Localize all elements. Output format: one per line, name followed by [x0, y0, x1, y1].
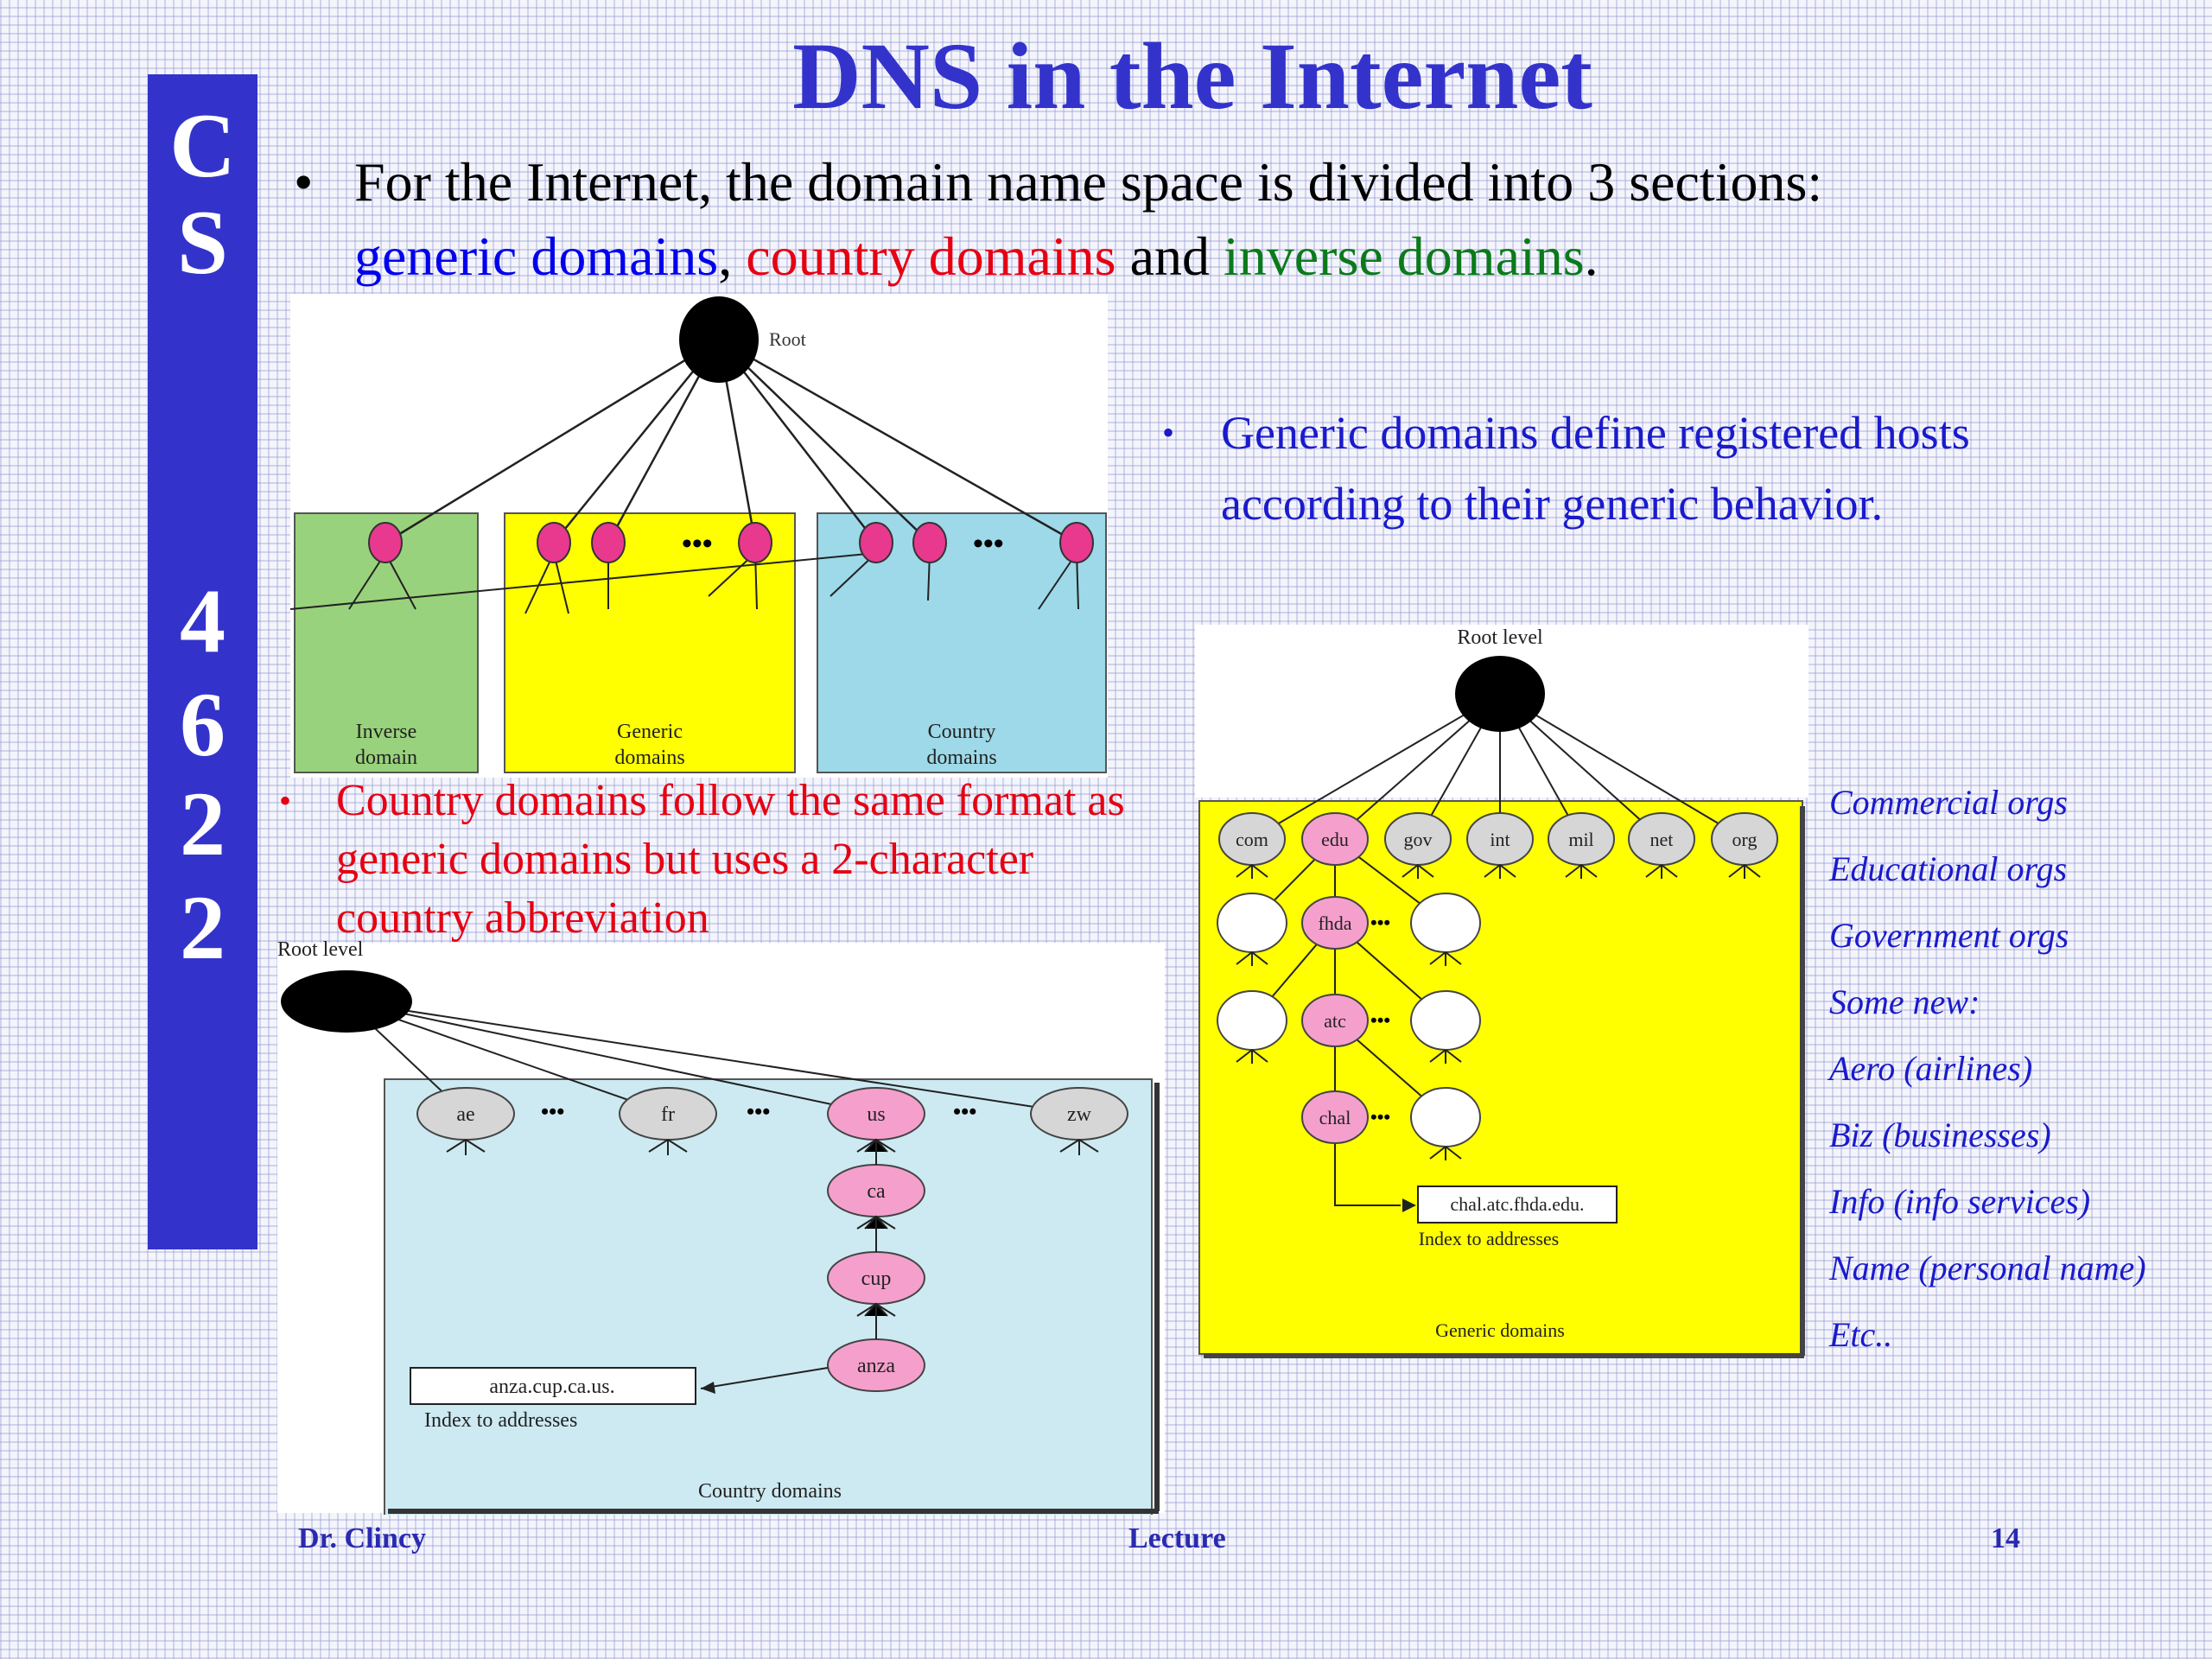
generic-index-box-text: chal.atc.fhda.edu.: [1450, 1193, 1584, 1215]
tld-mil: mil: [1568, 829, 1593, 850]
generic-empty-nodes: [1217, 893, 1481, 1147]
generic-root-node: [1455, 656, 1545, 732]
side-digit-6: 6: [180, 674, 226, 775]
node-atc: atc: [1324, 1010, 1346, 1032]
generic-label-1: Generic: [617, 721, 683, 743]
side-digit-2b: 2: [180, 877, 226, 978]
tld-fr: fr: [661, 1103, 675, 1126]
country-domains-diagram: Root level ae fr us zw ca cup anza: [277, 938, 1165, 1515]
country-caption: Country domains: [698, 1480, 842, 1503]
country-dots: •••: [973, 528, 1004, 560]
tld-zw: zw: [1067, 1103, 1092, 1126]
country-node-labels: ae fr us zw ca cup anza: [456, 1103, 1091, 1377]
side-letter-c: C: [169, 95, 236, 196]
inverse-label-2: domain: [355, 747, 417, 769]
svg-text:•••: •••: [953, 1099, 976, 1124]
side-letter-s: S: [177, 192, 228, 293]
legend-item: Info (info services): [1829, 1182, 2091, 1221]
tld-org: org: [1732, 829, 1758, 850]
footer-author: Dr. Clincy: [298, 1522, 426, 1554]
svg-text:•••: •••: [541, 1099, 564, 1124]
intro-comma: ,: [718, 226, 733, 287]
node-chal: chal: [1319, 1107, 1351, 1128]
country-dots: ••• ••• •••: [541, 1099, 976, 1124]
generic-note-text: Generic domains define registered hosts …: [1221, 407, 1970, 530]
footer-center: Lecture: [1128, 1522, 1226, 1554]
country-tld-nodes: [416, 1087, 1128, 1141]
country-term: country domains: [746, 226, 1116, 287]
bullet-dot: •: [294, 151, 314, 213]
tld-com: com: [1236, 829, 1268, 850]
overview-diagram: Root ••• ••• Inverse domain Generic doma…: [290, 294, 1108, 778]
tld-net: net: [1650, 829, 1674, 850]
side-digit-2a: 2: [180, 773, 226, 874]
country-label-1: Country: [928, 721, 996, 743]
tld-edu: edu: [1321, 829, 1349, 850]
intro-and: and: [1129, 226, 1210, 287]
inverse-label-1: Inverse: [356, 721, 417, 743]
root-label: Root: [769, 328, 806, 350]
section-nodes: [368, 522, 1094, 563]
country-label-2: domains: [926, 747, 996, 769]
root-links: [385, 338, 1077, 544]
country-index-box: [410, 1367, 696, 1405]
slide-title: DNS in the Internet: [792, 23, 1592, 129]
tld-int: int: [1490, 829, 1510, 850]
legend-item: Government orgs: [1829, 916, 2069, 955]
legend-item: Etc..: [1829, 1315, 1893, 1354]
svg-text:•••: •••: [1370, 1009, 1390, 1031]
country-root-node: [281, 970, 412, 1033]
bullet-dot: •: [1162, 413, 1175, 452]
generic-dots: •••: [682, 528, 713, 560]
country-chain-nodes: [827, 1087, 925, 1392]
node-ca: ca: [867, 1180, 886, 1203]
bullet-dot: •: [279, 781, 292, 820]
generic-root-label: Root level: [1457, 626, 1543, 649]
generic-index-box: [1417, 1185, 1618, 1224]
legend-item: Educational orgs: [1829, 849, 2068, 888]
root-node: [679, 296, 759, 383]
node-fhda: fhda: [1318, 912, 1351, 934]
legend-item: Some new:: [1829, 982, 1980, 1021]
generic-index-label: Index to addresses: [1419, 1228, 1560, 1249]
branch-lines: [290, 552, 1079, 614]
svg-text:•••: •••: [1370, 912, 1390, 933]
legend-item: Aero (airlines): [1829, 1049, 2033, 1088]
legend-item: Biz (businesses): [1829, 1116, 2051, 1154]
footer-page-number: 14: [1991, 1522, 2020, 1554]
generic-domains-diagram: Root level: [1195, 625, 1808, 1358]
generic-dots: ••• ••• •••: [1370, 912, 1390, 1128]
generic-label-2: domains: [614, 747, 684, 769]
generic-tld-labels: com edu gov int mil net org fhda atc cha…: [1236, 829, 1757, 1128]
node-cup: cup: [861, 1268, 892, 1290]
generic-term: generic domains: [354, 226, 719, 287]
intro-period: .: [1584, 226, 1599, 287]
country-index-box-text: anza.cup.ca.us.: [489, 1376, 614, 1398]
svg-text:•••: •••: [1370, 1106, 1390, 1128]
course-side-bar: C S 4 6 2 2: [148, 74, 257, 1249]
legend-item: Name (personal name): [1829, 1249, 2146, 1287]
inverse-term: inverse domains: [1223, 226, 1585, 287]
country-index-label: Index to addresses: [424, 1409, 577, 1432]
node-anza: anza: [857, 1355, 895, 1377]
country-chain-links: [446, 1138, 1099, 1389]
country-root-label: Root level: [277, 938, 364, 961]
country-note-text: Country domains follow the same format a…: [336, 776, 1125, 943]
generic-caption: Generic domains: [1435, 1319, 1565, 1341]
tld-us: us: [867, 1103, 885, 1126]
side-digit-4: 4: [180, 570, 226, 671]
tld-gov: gov: [1404, 829, 1433, 850]
intro-text: For the Internet, the domain name space …: [354, 145, 2022, 294]
country-panel: [384, 1078, 1153, 1515]
generic-chain-nodes: [1301, 812, 1369, 1144]
intro-prefix: For the Internet, the domain name space …: [354, 151, 1823, 213]
svg-text:•••: •••: [747, 1099, 770, 1124]
generic-child-stubs: [1236, 864, 1761, 1160]
tld-ae: ae: [456, 1103, 474, 1126]
generic-panel: [1198, 800, 1803, 1355]
legend-item: Commercial orgs: [1829, 783, 2068, 822]
